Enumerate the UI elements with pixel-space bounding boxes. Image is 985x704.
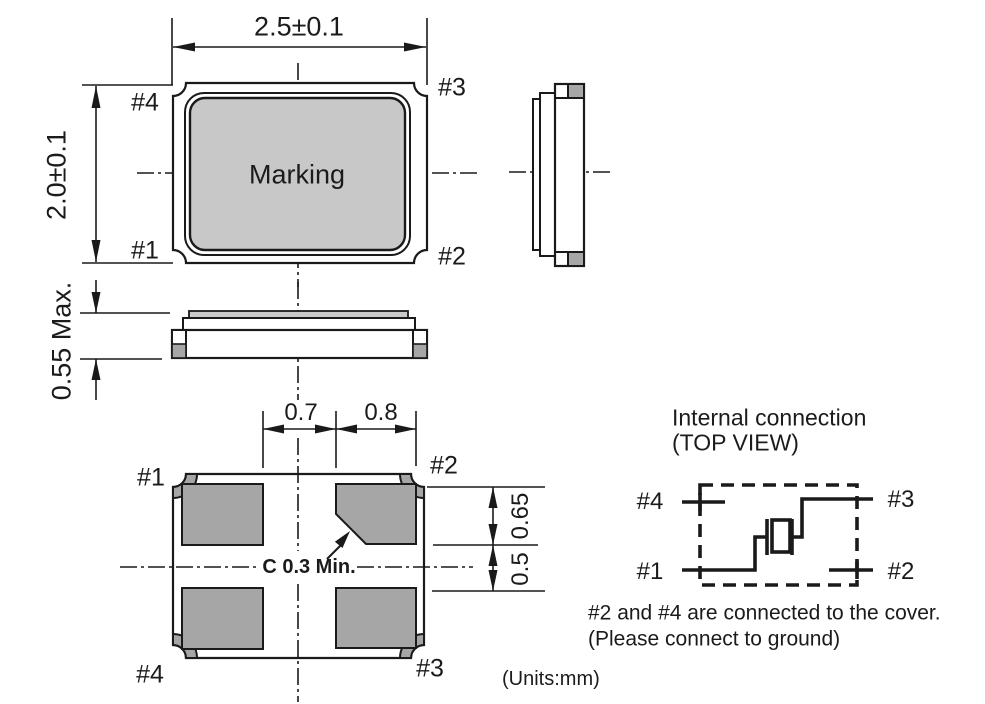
internal-connection-schematic bbox=[682, 483, 873, 587]
side-view-lid bbox=[532, 98, 541, 251]
land-pattern-view bbox=[120, 411, 545, 702]
land-dim-08-label: 0.8 bbox=[364, 399, 398, 426]
top-view-marking-area bbox=[188, 96, 407, 252]
arrowhead bbox=[488, 570, 498, 591]
arrowhead bbox=[488, 545, 498, 566]
land-centerlines bbox=[120, 438, 473, 702]
chamfer-note-label: C 0.3 Min. bbox=[262, 556, 356, 578]
land-pad-2-chamfered bbox=[335, 483, 417, 545]
side-view-pad-top bbox=[567, 83, 585, 99]
arrowhead bbox=[91, 86, 101, 108]
front-view-pad-left-metal bbox=[171, 343, 187, 359]
top-view-pin2-label: #2 bbox=[438, 242, 466, 271]
cover-note-line2: (Please connect to ground) bbox=[588, 627, 841, 651]
land-dim-065-label: 0.65 bbox=[507, 492, 534, 540]
land-dim-07-label: 0.7 bbox=[284, 399, 318, 426]
top-view-pin4-label: #4 bbox=[131, 88, 159, 117]
chamfer-leader-line bbox=[326, 544, 342, 560]
arrowhead bbox=[336, 424, 357, 434]
land-pin3-label: #3 bbox=[416, 654, 444, 683]
top-view-height-dim-label: 2.0±0.1 bbox=[41, 130, 72, 220]
front-view-lid bbox=[188, 310, 409, 319]
arrowhead bbox=[395, 424, 416, 434]
ic-pin4-label: #4 bbox=[636, 488, 664, 515]
land-pin4-label: #4 bbox=[136, 660, 164, 689]
side-view-mid-layer bbox=[539, 92, 556, 257]
arrowhead bbox=[404, 42, 426, 52]
top-view-pin1-label: #1 bbox=[131, 236, 159, 265]
side-view-pad-bottom bbox=[567, 251, 585, 267]
top-view-pin3-label: #3 bbox=[438, 73, 466, 102]
top-view bbox=[82, 18, 481, 287]
land-pad-1 bbox=[181, 483, 264, 546]
arrowhead bbox=[488, 524, 498, 545]
ic-pin1-label: #1 bbox=[636, 558, 664, 585]
internal-connection-title: Internal connection bbox=[672, 404, 867, 431]
land-dim-05-label: 0.5 bbox=[507, 552, 534, 586]
marking-label: Marking bbox=[248, 159, 346, 190]
arrowhead bbox=[91, 292, 101, 313]
front-view-body bbox=[170, 328, 429, 360]
front-view bbox=[80, 280, 429, 400]
ic-pin3-label: #3 bbox=[887, 486, 915, 513]
front-view-height-dim-label: 0.55 Max. bbox=[46, 281, 77, 401]
chamfer-arrowhead bbox=[334, 531, 350, 548]
side-view-body bbox=[553, 82, 586, 268]
pin3-net bbox=[792, 497, 873, 539]
cover-note-line1: #2 and #4 are connected to the cover. bbox=[588, 601, 941, 625]
top-view-width-dim-label: 2.5±0.1 bbox=[254, 11, 344, 42]
internal-connection-subtitle: (TOP VIEW) bbox=[672, 429, 799, 456]
arrowhead bbox=[263, 424, 284, 434]
ic-pin2-label: #2 bbox=[887, 558, 915, 585]
front-view-pad-right-metal bbox=[412, 343, 428, 359]
arrowhead bbox=[315, 424, 336, 434]
arrowhead bbox=[91, 240, 101, 262]
land-pads bbox=[181, 483, 417, 650]
crystal-body bbox=[770, 518, 792, 554]
pin1-net bbox=[682, 535, 767, 572]
top-view-width-dimension bbox=[171, 18, 428, 85]
land-pin1-label: #1 bbox=[137, 463, 165, 492]
arrowhead bbox=[488, 487, 498, 508]
top-view-height-dimension bbox=[82, 84, 173, 264]
land-pin2-label: #2 bbox=[430, 451, 458, 480]
land-pad-3 bbox=[335, 587, 417, 649]
arrowhead bbox=[173, 42, 195, 52]
units-label: (Units:mm) bbox=[502, 668, 600, 690]
package-dashed-border bbox=[698, 483, 859, 587]
front-view-mid-layer bbox=[182, 317, 416, 331]
side-view bbox=[509, 82, 611, 268]
arrowhead bbox=[91, 359, 101, 380]
land-pad-4 bbox=[181, 587, 264, 650]
